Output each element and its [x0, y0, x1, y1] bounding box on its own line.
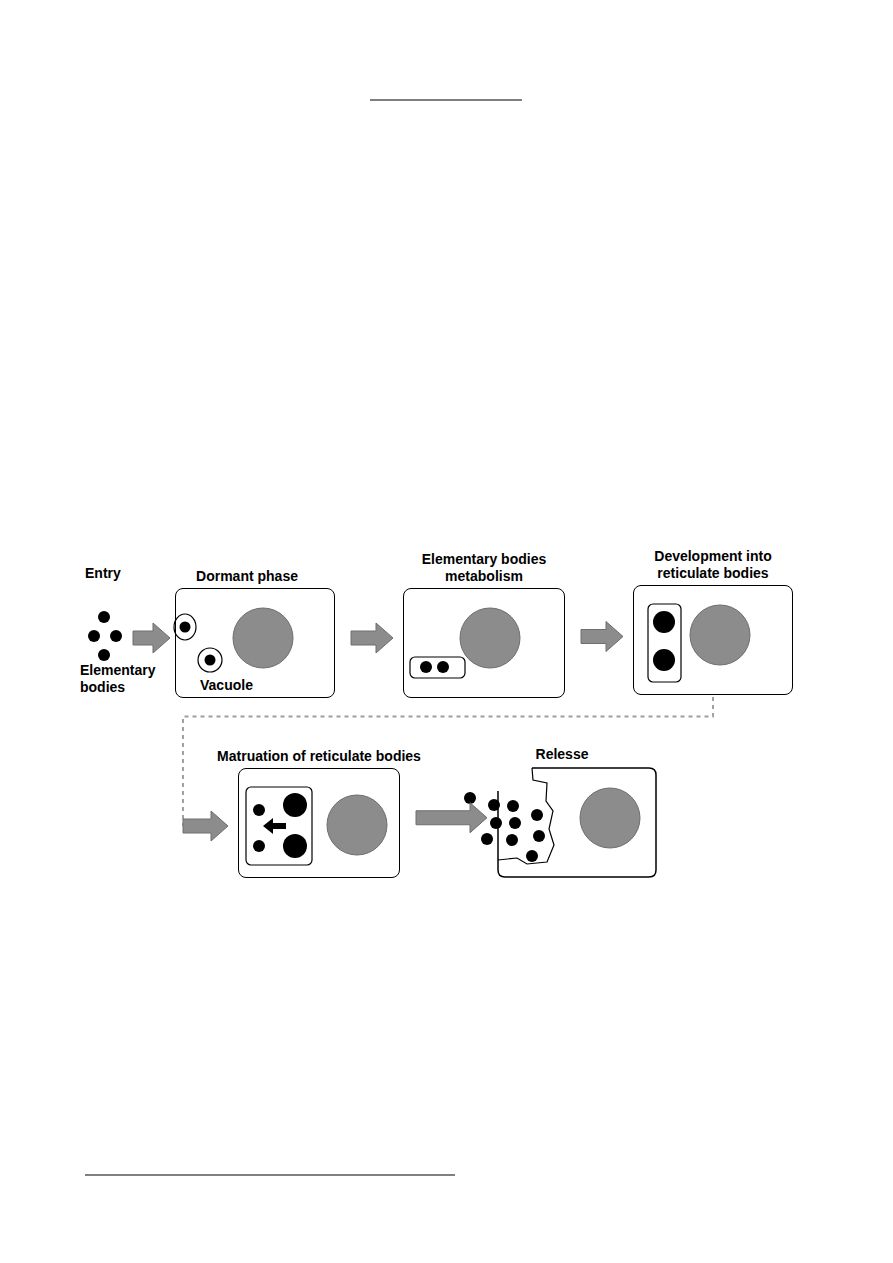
vacuole: [198, 648, 222, 672]
annotation-label: Vacuole: [200, 677, 253, 694]
vacuole: [246, 787, 312, 865]
cell-box: Elementary bodies metabolism: [403, 588, 565, 698]
nucleus: [233, 608, 293, 668]
annotation-label: Entry: [85, 565, 121, 582]
stage-heading: Matruation of reticulate bodies: [217, 748, 421, 765]
stage-arrow: [581, 622, 623, 652]
vacuole: [174, 614, 196, 640]
cell-box: Dormant phase: [175, 588, 335, 698]
stage-heading: Elementary bodies metabolism: [409, 551, 559, 585]
ruptured-cell-outline: [497, 767, 657, 878]
stage-heading: Development into reticulate bodies: [638, 548, 788, 582]
nucleus: [327, 795, 387, 855]
stage-heading: Dormant phase: [196, 568, 298, 585]
nucleus: [690, 605, 750, 665]
title-underline: [370, 99, 522, 100]
stage-arrow: [416, 803, 487, 833]
nucleus: [460, 608, 520, 668]
stage-arrow: [183, 697, 713, 841]
cell-box: Matruation of reticulate bodies: [238, 768, 400, 878]
entry-arrow: [133, 623, 170, 653]
elementary-bodies: [88, 611, 122, 661]
cell-box: Development into reticulate bodies: [633, 585, 793, 695]
vacuole: [648, 604, 681, 682]
maturation-arrow: [263, 818, 286, 834]
stage-heading: Relesse: [536, 746, 589, 763]
vacuole: [410, 657, 465, 678]
cell-box: Relesse: [497, 767, 657, 878]
annotation-label: Elementary bodies: [80, 662, 140, 696]
footnote-rule: [85, 1175, 455, 1176]
nucleus: [580, 788, 640, 848]
stage-arrow: [351, 623, 393, 653]
